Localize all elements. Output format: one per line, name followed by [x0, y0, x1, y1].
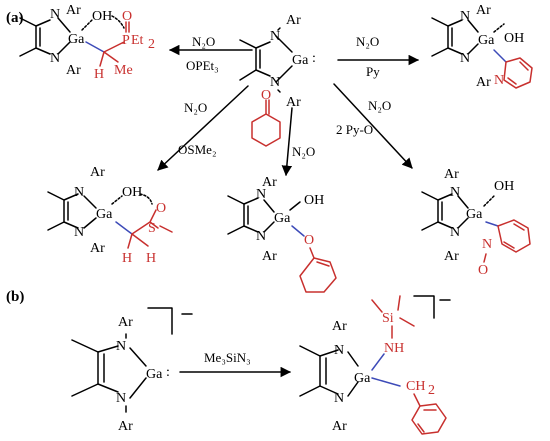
n-atom: N	[74, 185, 84, 200]
n-atom: N	[460, 51, 470, 66]
hydroxyl: OH	[304, 193, 324, 208]
hydroxyl: OH	[122, 185, 142, 200]
n-atom: N	[50, 7, 60, 22]
ar-group: Ar	[118, 315, 133, 330]
h-atom: H	[146, 251, 156, 266]
ar-group: Ar	[262, 249, 277, 264]
n-atom: N	[116, 391, 126, 406]
reagent-osme2: OSMe₂	[178, 142, 216, 157]
ga-atom: Ga	[274, 211, 291, 226]
ar-group: Ar	[118, 419, 133, 434]
reagent-two-py-o: 2 Py-O	[336, 122, 373, 137]
product-enolate: N N Ar Ar Ga OH O	[227, 175, 337, 293]
s-atom: S	[148, 221, 156, 236]
n-atom: N	[460, 9, 470, 24]
n-atom: N	[50, 51, 60, 66]
p-atom: P	[122, 33, 130, 48]
ga-atom: Ga	[146, 367, 163, 382]
svg-text:2: 2	[148, 37, 155, 52]
ethyl-group: Et	[131, 33, 144, 48]
svg-text::: :	[312, 51, 316, 66]
o-atom: O	[304, 233, 314, 248]
h-atom: H	[122, 251, 132, 266]
product-pyridine-oxide: N N Ar Ar Ga OH N O	[421, 167, 531, 278]
panel-label-a: (a)	[6, 10, 24, 26]
ch2-group: CH	[406, 379, 425, 394]
arrow-to-sulfoxide	[157, 85, 249, 171]
product-phosphine: N N Ar Ar Ga OH P Et 2 O H Me	[19, 3, 155, 82]
n-atom: N	[256, 229, 266, 244]
product-sulfoxide: N N Ar Ar Ga OH O S H H	[47, 165, 173, 266]
ar-group: Ar	[476, 75, 491, 90]
ar-group: Ar	[66, 63, 81, 78]
ga-atom: Ga	[96, 207, 113, 222]
n-atom: N	[450, 225, 460, 240]
svg-text:2: 2	[428, 383, 435, 398]
product-benzyl-amide: N N Ar Ar Ga NH Si CH 2	[299, 295, 451, 435]
reagent-opet3: OPEt₃	[186, 58, 219, 73]
arrow-to-enolate	[281, 107, 293, 177]
o-atom: O	[122, 9, 132, 24]
cyclohexanone-reagent: O	[251, 88, 281, 147]
ar-group: Ar	[444, 167, 459, 182]
n-atom: N	[116, 339, 126, 354]
methyl-group: Me	[114, 63, 133, 78]
reagent-py: Py	[366, 64, 380, 79]
ga-atom: Ga	[354, 371, 371, 386]
arrow-to-pyridine-oxide	[333, 83, 413, 169]
n-atom: N	[334, 391, 344, 406]
reagent-n2o: N₂O	[292, 144, 315, 159]
h-atom: H	[94, 67, 104, 82]
reagent-n2o: N₂O	[184, 100, 207, 115]
n-atom: N	[494, 73, 504, 88]
ga-atom: Ga	[68, 32, 85, 47]
ar-group: Ar	[444, 249, 459, 264]
ar-group: Ar	[286, 95, 301, 110]
n-atom: N	[334, 343, 344, 358]
ar-group: Ar	[286, 13, 301, 28]
gallylene-start: N N Ar Ar Ga :	[239, 13, 316, 110]
hydroxyl: OH	[494, 179, 514, 194]
anionic-gallylene: N N Ar Ar Ga :	[71, 307, 193, 434]
ar-group: Ar	[332, 319, 347, 334]
panel-label-b: (b)	[6, 289, 24, 305]
nh-group: NH	[384, 341, 404, 356]
n-oxide-oxygen: O	[478, 263, 488, 278]
ga-atom: Ga	[292, 53, 309, 68]
ar-group: Ar	[332, 419, 347, 434]
ar-group: Ar	[90, 165, 105, 180]
n-atom: N	[450, 185, 460, 200]
ga-atom: Ga	[466, 207, 483, 222]
ar-group: Ar	[66, 3, 81, 18]
n-atom: N	[74, 225, 84, 240]
o-atom: O	[156, 201, 166, 216]
reagent-n2o: N₂O	[356, 34, 379, 49]
si-atom: Si	[382, 311, 394, 326]
ar-group: Ar	[90, 241, 105, 256]
product-pyridyl: N N Ar Ar Ga OH N	[431, 3, 533, 90]
reagent-n2o: N₂O	[192, 34, 215, 49]
ar-group: Ar	[262, 175, 277, 190]
hydroxyl: OH	[504, 31, 524, 46]
n-atom: N	[270, 75, 280, 90]
n-atom: N	[256, 187, 266, 202]
hydroxyl: OH	[92, 9, 112, 24]
n-atom: N	[482, 237, 492, 252]
svg-text::: :	[166, 365, 170, 380]
ga-atom: Ga	[478, 33, 495, 48]
n-atom: N	[270, 29, 280, 44]
ar-group: Ar	[476, 3, 491, 18]
reagent-n2o: N₂O	[368, 98, 391, 113]
reagent-me3sin3: Me₃SiN₃	[204, 350, 251, 365]
o-atom: O	[261, 88, 271, 103]
